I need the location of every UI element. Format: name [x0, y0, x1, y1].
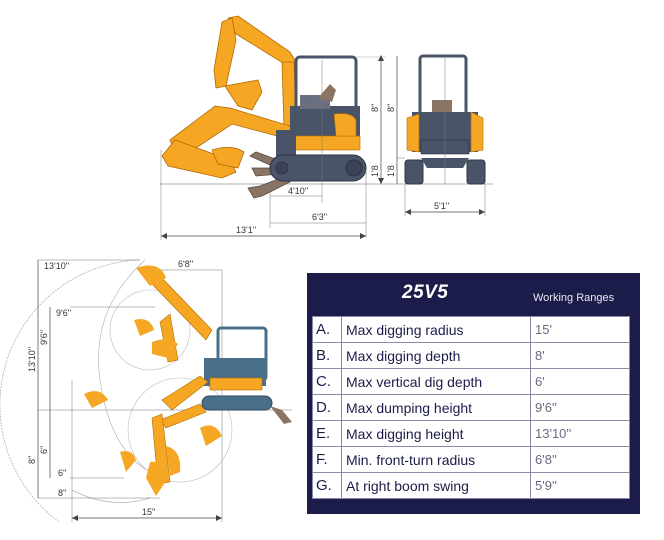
max-digging-height-label: 13'10'' — [44, 261, 69, 271]
row-value: 5'9'' — [530, 472, 630, 499]
vertical-height-label: 13'10'' — [27, 347, 37, 372]
track-length-label: 6'3'' — [312, 212, 327, 222]
table-row: G. At right boom swing 5'9'' — [312, 472, 630, 499]
table-row: A. Max digging radius 15' — [312, 316, 630, 343]
row-value: 6' — [530, 368, 630, 395]
blade-to-center-label: 4'10'' — [288, 186, 308, 196]
table-row: F. Min. front-turn radius 6'8'' — [312, 446, 630, 473]
row-value: 15' — [530, 316, 630, 343]
row-value: 9'6'' — [530, 394, 630, 421]
row-label: Max digging depth — [341, 342, 531, 369]
spec-panel: 25V5 Working Ranges A. Max digging radiu… — [307, 273, 640, 514]
model-title: 25V5 — [402, 282, 449, 303]
front-turn-radius-label: 6'8'' — [178, 259, 193, 269]
track — [269, 154, 367, 182]
row-letter: D. — [312, 394, 342, 421]
spec-table: A. Max digging radius 15' B. Max digging… — [312, 316, 630, 499]
row-letter: G. — [312, 472, 342, 499]
table-row: B. Max digging depth 8' — [312, 342, 630, 369]
max-dumping-height-label: 9'6'' — [56, 308, 71, 318]
row-label: Max digging height — [341, 420, 531, 447]
cab — [276, 55, 361, 156]
vertical-dig-depth-label: 6'' — [39, 445, 49, 454]
row-letter: F. — [312, 446, 342, 473]
row-value: 13'10'' — [530, 420, 630, 447]
overall-length-label: 13'1'' — [236, 225, 256, 235]
row-letter: B. — [312, 342, 342, 369]
side-height-cab-label: 8'' — [370, 103, 380, 112]
table-row: E. Max digging height 13'10'' — [312, 420, 630, 447]
working-range-diagram: 13'10'' 9'6'' 6'8'' 13'10'' 9'6'' 6'' 8'… — [0, 259, 292, 522]
rear-view-diagram: 8'' 1'8 5'1'' — [385, 54, 493, 216]
table-row: D. Max dumping height 9'6'' — [312, 394, 630, 421]
max-dig-depth-horizontal-label: 8'' — [58, 488, 67, 498]
row-label: Max vertical dig depth — [341, 368, 531, 395]
row-letter: C. — [312, 368, 342, 395]
table-row: C. Max vertical dig depth 6' — [312, 368, 630, 395]
max-digging-radius-label: 15'' — [142, 507, 156, 517]
rear-height-track-label: 1'8 — [386, 165, 396, 177]
dump-height-vertical-label: 9'6'' — [39, 330, 49, 345]
range-excavator — [84, 265, 292, 496]
rear-width-label: 5'1'' — [434, 201, 449, 211]
side-view-diagram: 8'' 1'8 4'10'' 6'3'' 13'1'' — [160, 15, 388, 240]
row-letter: E. — [312, 420, 342, 447]
row-value: 6'8'' — [530, 446, 630, 473]
row-label: Max dumping height — [341, 394, 531, 421]
working-ranges-subtitle: Working Ranges — [533, 292, 615, 304]
row-letter: A. — [312, 316, 342, 343]
row-label: Max digging radius — [341, 316, 531, 343]
row-value: 8' — [530, 342, 630, 369]
row-label: Min. front-turn radius — [341, 446, 531, 473]
vertical-dig-depth-horizontal-label: 6'' — [58, 468, 67, 478]
rear-height-cab-label: 8'' — [386, 103, 396, 112]
row-label: At right boom swing — [341, 472, 531, 499]
max-dig-depth-vertical-label: 8'' — [27, 455, 37, 464]
side-height-track-label: 1'8 — [370, 165, 380, 177]
